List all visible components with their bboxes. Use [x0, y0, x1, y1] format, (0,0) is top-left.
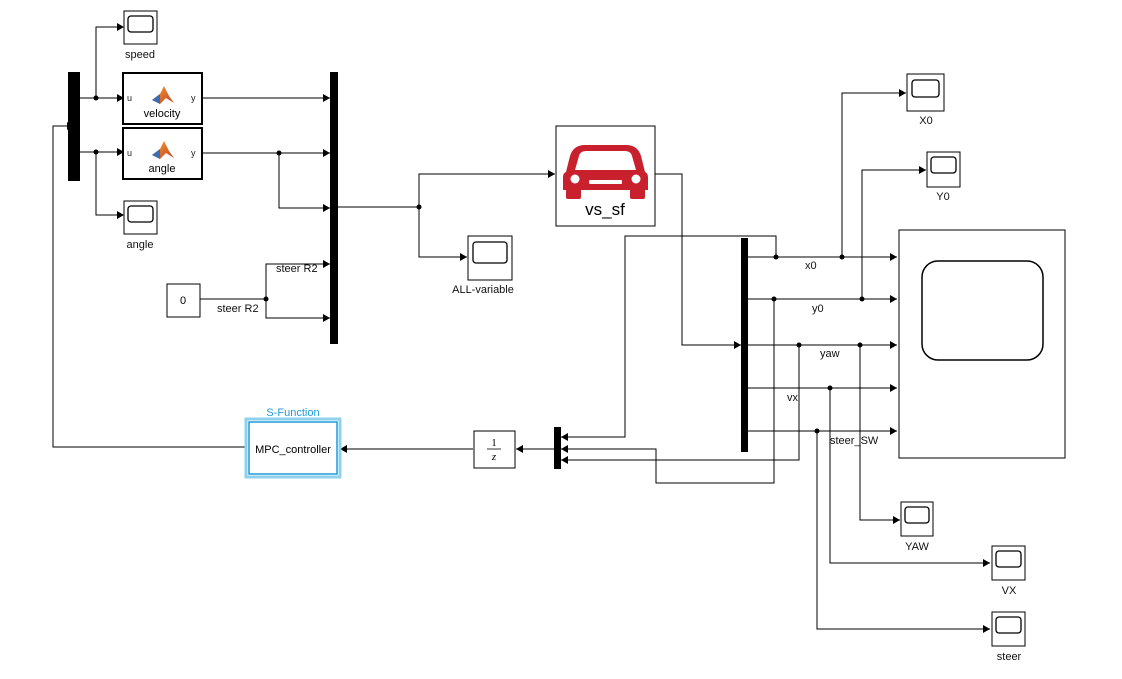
- scope-icon: [930, 156, 957, 174]
- car-icon: [563, 145, 648, 199]
- scope-icon: [127, 15, 154, 33]
- mpc-controller-block[interactable]: MPC_controller: [244, 417, 342, 479]
- scope-icon: [127, 205, 154, 223]
- sfunction-header: S-Function: [266, 407, 319, 419]
- scope-icon: [921, 260, 1044, 361]
- signal-label-vx: vx: [787, 392, 799, 404]
- scope-icon: [904, 506, 930, 524]
- scope-label-speed: speed: [125, 49, 155, 61]
- constant-value: 0: [180, 295, 186, 307]
- scope-icon: [995, 616, 1022, 634]
- matlab-logo-icon: [152, 141, 174, 159]
- scope-speed[interactable]: speed: [123, 10, 158, 61]
- scope-label-yaw: YAW: [905, 541, 929, 553]
- scope-steer[interactable]: steer: [991, 611, 1026, 663]
- scope-x0[interactable]: X0: [906, 73, 945, 127]
- scope-label-y0: Y0: [936, 191, 949, 203]
- constant-block[interactable]: 0: [166, 283, 201, 318]
- scope-vx[interactable]: VX: [991, 545, 1026, 597]
- scope-yaw[interactable]: YAW: [900, 501, 934, 553]
- vehicle-label: vs_sf: [585, 200, 625, 219]
- delay-numerator: 1: [491, 437, 497, 449]
- port-y: y: [191, 148, 196, 158]
- scope-y0[interactable]: Y0: [926, 151, 961, 203]
- function-label-angle: angle: [149, 163, 176, 175]
- function-block-angle[interactable]: u y angle: [122, 127, 203, 180]
- scope-icon: [911, 79, 940, 98]
- function-label-velocity: velocity: [144, 108, 181, 120]
- signal-label-steer-sw: steer_SW: [830, 435, 879, 447]
- scope-angle[interactable]: angle: [123, 200, 158, 251]
- signal-label-steer-r2-top: steer R2: [276, 263, 318, 275]
- multi-signal-scope[interactable]: [898, 229, 1066, 459]
- scope-label-all-variable: ALL-variable: [452, 284, 514, 296]
- port-u: u: [127, 93, 132, 103]
- function-block-velocity[interactable]: u y velocity: [122, 72, 203, 125]
- state-mux-bar[interactable]: [330, 72, 338, 344]
- signal-label-steer-r2-bottom: steer R2: [217, 303, 259, 315]
- scope-icon: [995, 550, 1022, 568]
- wires: [52, 23, 990, 633]
- signal-label-x0: x0: [805, 260, 817, 272]
- signal-label-y0: y0: [812, 303, 824, 315]
- scope-label-vx: VX: [1002, 585, 1017, 597]
- scope-all-variable[interactable]: ALL-variable: [452, 235, 514, 296]
- input-mux-bar[interactable]: [68, 72, 80, 181]
- vehicle-block[interactable]: vs_sf: [555, 125, 656, 227]
- port-y: y: [191, 93, 196, 103]
- port-u: u: [127, 148, 132, 158]
- scope-icon: [472, 241, 508, 264]
- feedback-mux-bar[interactable]: [554, 427, 561, 469]
- scope-label-x0: X0: [919, 115, 932, 127]
- unit-delay-block[interactable]: 1 z: [473, 430, 516, 469]
- delay-denominator: z: [491, 451, 497, 463]
- scope-label-steer: steer: [997, 651, 1022, 663]
- output-demux-bar[interactable]: [741, 238, 748, 452]
- signal-label-yaw: yaw: [820, 348, 840, 360]
- controller-label: MPC_controller: [255, 444, 331, 456]
- matlab-logo-icon: [152, 86, 174, 104]
- scope-label-angle: angle: [127, 239, 154, 251]
